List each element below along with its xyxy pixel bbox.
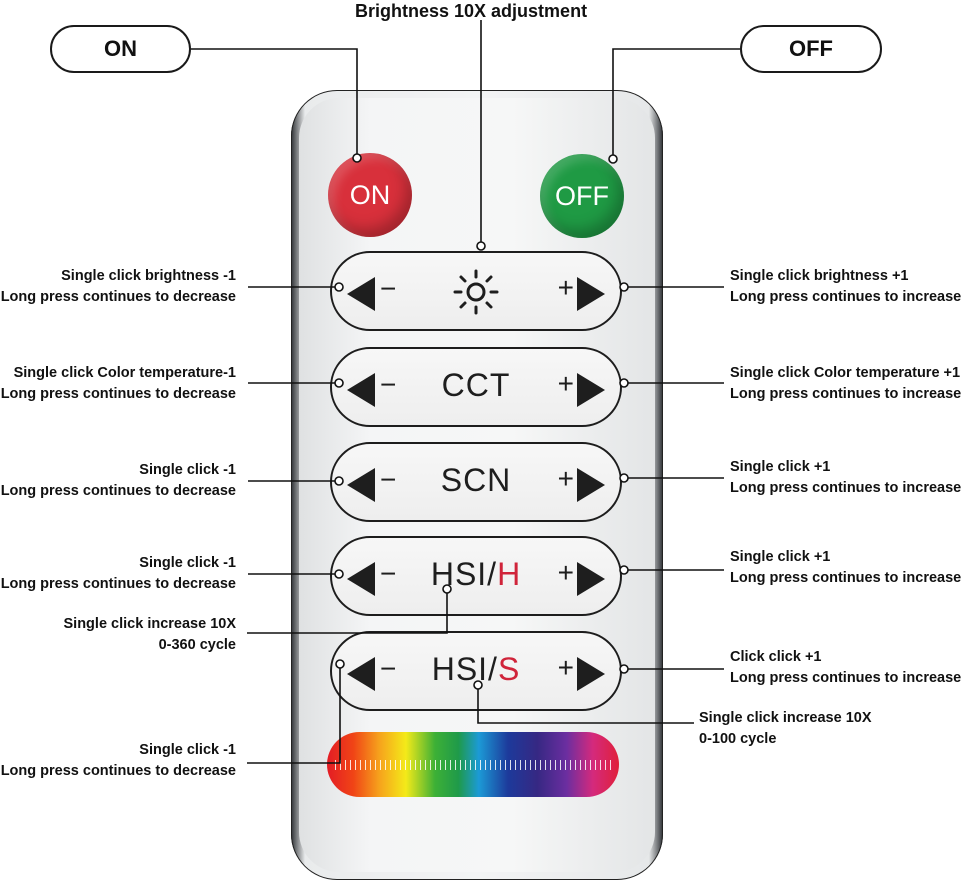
plus-sign: + [557, 463, 574, 494]
scn-up-arrow-icon[interactable] [577, 468, 605, 502]
label-line: Long press continues to decrease [0, 763, 236, 779]
label-line: Single click brightness -1 [61, 268, 236, 284]
label-line: Click click +1 [730, 649, 822, 665]
plus-sign: + [557, 557, 574, 588]
minus-sign: − [380, 558, 397, 589]
hsi-s-minus-label: Single click -1 Long press continues to … [1, 740, 236, 782]
brightness-pill: − + [330, 251, 622, 331]
plus-sign: + [557, 652, 574, 683]
brightness-down-arrow-icon[interactable] [347, 277, 375, 311]
label-line: Single click +1 [730, 459, 831, 475]
hsi-s-accent: S [497, 651, 521, 687]
brightness-plus-label: Single click brightness +1 Long press co… [730, 266, 961, 308]
hue-spectrum-slider[interactable] [327, 732, 619, 797]
label-line: 0-360 cycle [158, 637, 236, 653]
hsi-s-down-arrow-icon[interactable] [347, 657, 375, 691]
hsi-s-label[interactable]: HSI/S [332, 651, 620, 688]
minus-sign: − [380, 653, 397, 684]
remote-on-button[interactable]: ON [328, 153, 412, 237]
hsi-prefix: HSI/ [430, 556, 498, 592]
hsi-h-plus-label: Single click +1 Long press continues to … [730, 547, 961, 589]
label-line: Long press continues to increase [730, 670, 962, 686]
scn-label: SCN [440, 462, 512, 498]
scn-down-arrow-icon[interactable] [347, 468, 375, 502]
hsi-h-minus-label: Single click -1 Long press continues to … [1, 553, 236, 595]
label-line: Single click Color temperature-1 [13, 365, 236, 381]
cct-plus-label: Single click Color temperature +1 Long p… [730, 363, 961, 405]
hsi-h-accent: H [497, 556, 522, 592]
label-line: Long press continues to increase [730, 570, 962, 586]
label-line: Single click Color temperature +1 [730, 365, 961, 381]
label-line: Long press continues to decrease [0, 483, 236, 499]
off-callout: OFF [740, 25, 882, 73]
label-line: 0-100 cycle [699, 731, 777, 747]
hsi-s-center-label: Single click increase 10X 0-100 cycle [699, 708, 872, 750]
hsi-h-label[interactable]: HSI/H [332, 556, 620, 593]
hsi-s-pill: − HSI/S + [330, 631, 622, 711]
cct-minus-label: Single click Color temperature-1 Long pr… [1, 363, 236, 405]
minus-sign: − [380, 464, 397, 495]
plus-sign: + [557, 272, 574, 303]
label-line: Single click -1 [139, 742, 236, 758]
on-callout: ON [50, 25, 191, 73]
hsi-h-center-label: Single click increase 10X 0-360 cycle [64, 614, 237, 656]
hsi-s-plus-label: Click click +1 Long press continues to i… [730, 647, 961, 689]
label-line: Single click increase 10X [699, 710, 872, 726]
brightness-minus-label: Single click brightness -1 Long press co… [1, 266, 236, 308]
label-line: Long press continues to decrease [0, 576, 236, 592]
label-line: Long press continues to increase [730, 386, 962, 402]
cct-label: CCT [441, 367, 511, 403]
hsi-h-pill: − HSI/H + [330, 536, 622, 616]
label-line: Single click -1 [139, 555, 236, 571]
minus-sign: − [380, 273, 397, 304]
label-line: Long press continues to decrease [0, 386, 236, 402]
scn-plus-label: Single click +1 Long press continues to … [730, 457, 961, 499]
remote-off-button[interactable]: OFF [540, 154, 624, 238]
hsi-h-down-arrow-icon[interactable] [347, 562, 375, 596]
minus-sign: − [380, 369, 397, 400]
brightness-title: Brightness 10X adjustment [355, 1, 588, 21]
hsi-prefix: HSI/ [431, 651, 498, 687]
label-line: Single click +1 [730, 549, 831, 565]
label-line: Single click -1 [139, 462, 236, 478]
plus-sign: + [557, 368, 574, 399]
scn-minus-label: Single click -1 Long press continues to … [1, 460, 236, 502]
hsi-s-up-arrow-icon[interactable] [577, 657, 605, 691]
sun-icon [332, 268, 620, 324]
cct-down-arrow-icon[interactable] [347, 373, 375, 407]
hsi-h-up-arrow-icon[interactable] [577, 562, 605, 596]
cct-up-arrow-icon[interactable] [577, 373, 605, 407]
label-line: Single click increase 10X [63, 616, 237, 632]
cct-pill: − CCT + [330, 347, 622, 427]
brightness-up-arrow-icon[interactable] [577, 277, 605, 311]
scn-pill: − SCN + [330, 442, 622, 522]
label-line: Long press continues to increase [730, 480, 962, 496]
label-line: Single click brightness +1 [730, 268, 909, 284]
label-line: Long press continues to decrease [0, 289, 236, 305]
label-line: Long press continues to increase [730, 289, 962, 305]
